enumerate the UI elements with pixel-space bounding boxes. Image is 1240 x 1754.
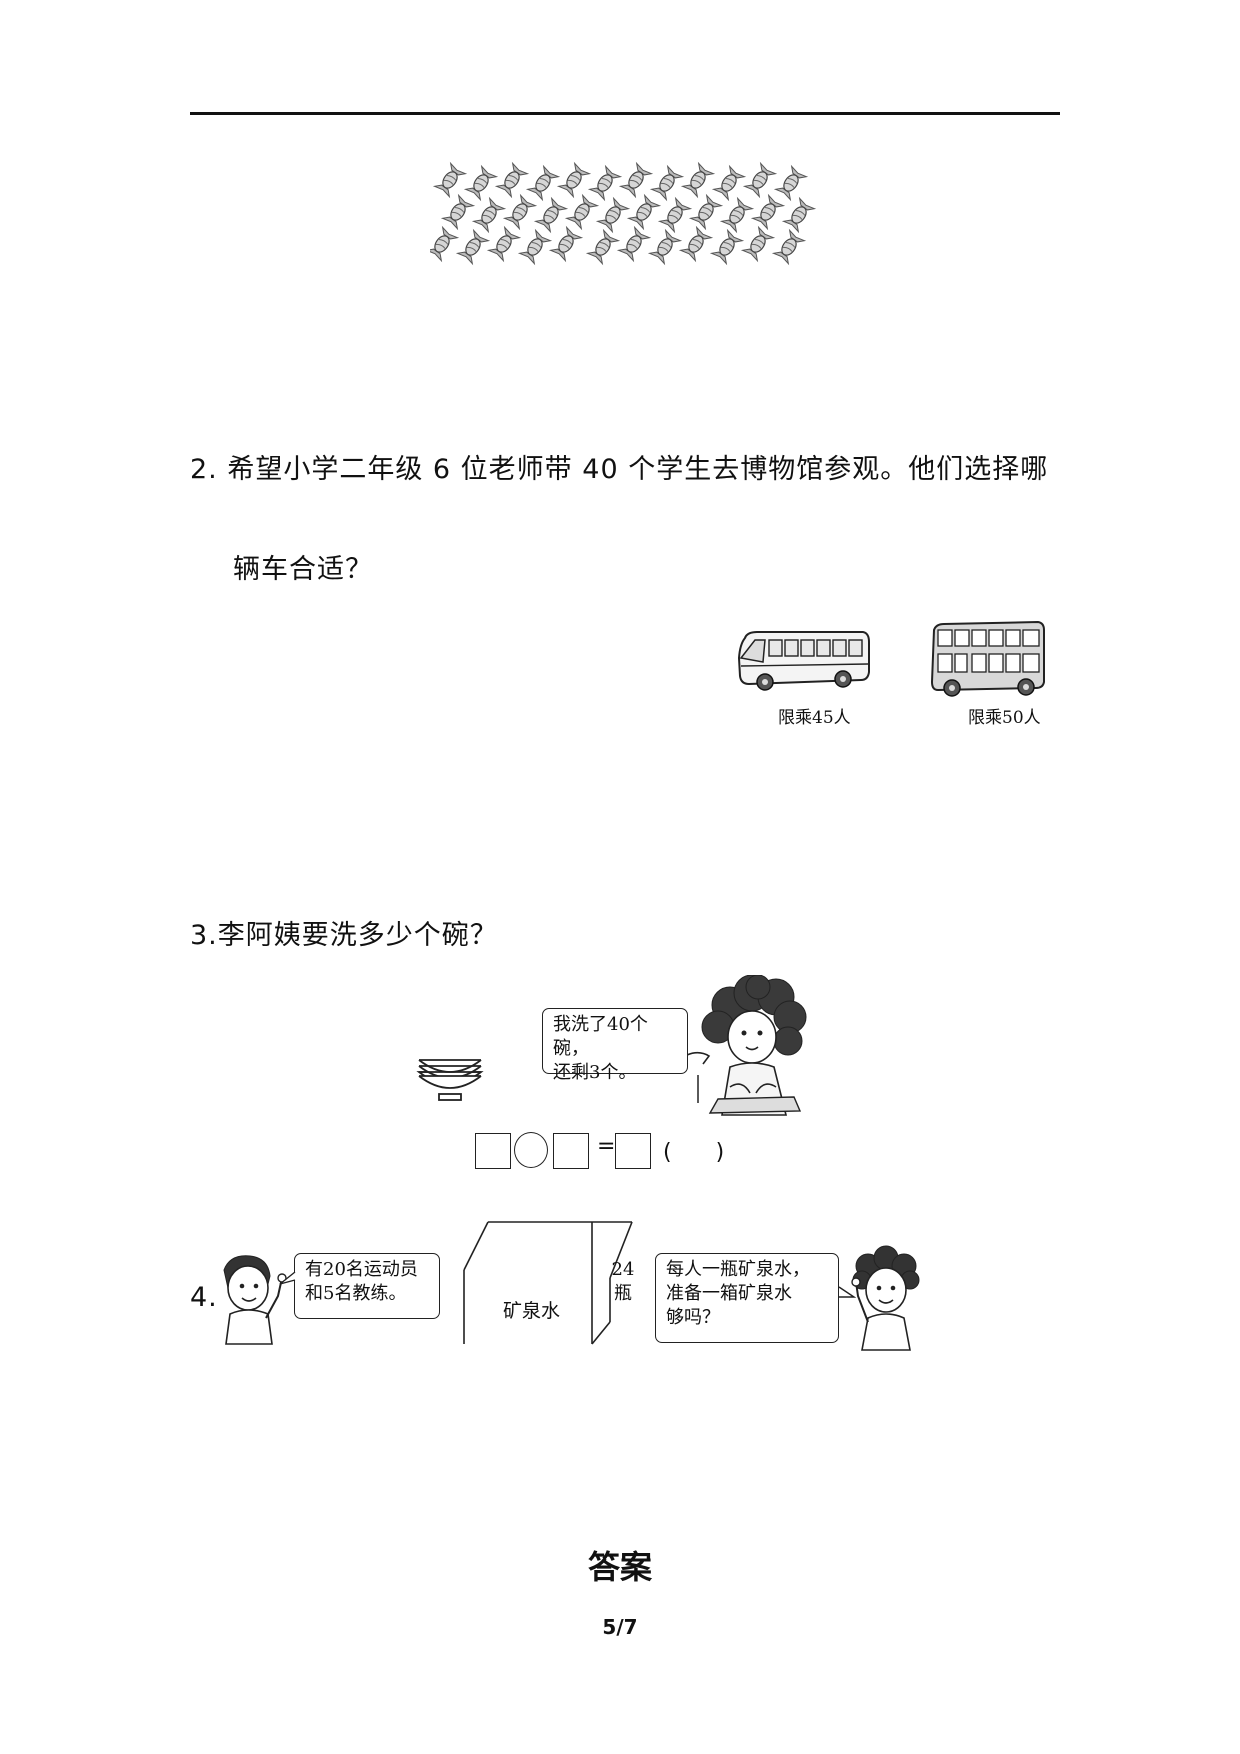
speech-tail [687, 1051, 711, 1065]
candy-icon [774, 165, 808, 201]
candy-icon [772, 229, 806, 265]
speech-line: 还剩3个。 [553, 1062, 637, 1083]
speech-tail [279, 1271, 296, 1285]
operator-circle[interactable] [514, 1132, 548, 1168]
candy-icon [430, 226, 459, 262]
candy-icon [658, 197, 692, 233]
li-aunt-speech-bubble: 我洗了40个碗， 还剩3个。 [542, 1008, 688, 1083]
candy-icon [487, 226, 521, 262]
page-number: 5/7 [602, 1615, 638, 1639]
candy-icon [712, 165, 746, 201]
candy-icon [782, 197, 816, 233]
speech-line: 每人一瓶矿泉水， [666, 1259, 810, 1280]
crate-label: 矿泉水 [503, 1300, 561, 1322]
candy-icon [743, 162, 777, 198]
candy-icon [741, 226, 775, 262]
bus2-capacity-caption: 限乘50人 [968, 708, 1041, 728]
candy-icon [495, 162, 529, 198]
speech-line: 有20名运动员 [305, 1259, 418, 1280]
candy-icon [503, 194, 537, 230]
double-deck-bus-image [930, 620, 1045, 697]
candy-icon [619, 162, 653, 198]
candy-icon [679, 226, 713, 262]
candy-icon [650, 165, 684, 201]
candy-icon [710, 229, 744, 265]
speech-tail [838, 1286, 856, 1298]
unit-parentheses: ( ) [663, 1140, 725, 1165]
candy-icon [433, 162, 467, 198]
crate-count: 24 [611, 1259, 635, 1280]
candy-icon [518, 229, 552, 265]
crate-side-label: 24 瓶 [611, 1258, 635, 1306]
boy-pointing-image [223, 1255, 287, 1345]
bus1-capacity-caption: 限乘45人 [778, 708, 851, 728]
candy-icon [648, 229, 682, 265]
girl-speech-bubble: 每人一瓶矿泉水， 准备一箱矿泉水 够吗？ [655, 1253, 839, 1343]
boy-speech-bubble: 有20名运动员 和5名教练。 [294, 1253, 440, 1319]
candy-icon [588, 165, 622, 201]
candy-icon [720, 197, 754, 233]
candy-icon [549, 226, 583, 262]
q4-number: 4. [190, 1282, 218, 1313]
operand1-answer-box[interactable] [475, 1133, 511, 1169]
speech-line: 准备一箱矿泉水 [666, 1283, 792, 1304]
q2-text-line2: 辆车合适？ [233, 554, 373, 585]
water-crate-image [463, 1221, 633, 1345]
candy-icon [441, 194, 475, 230]
crate-unit: 瓶 [614, 1283, 632, 1304]
candy-icon [689, 194, 723, 230]
candy-icon [586, 229, 620, 265]
equals-sign: = [597, 1134, 616, 1159]
q2-text-line1: 2. 希望小学二年级 6 位老师带 40 个学生去博物馆参观。他们选择哪 [190, 454, 1049, 485]
candy-icon [596, 197, 630, 233]
single-deck-bus-image [737, 631, 870, 691]
top-rule [190, 112, 1060, 115]
candy-icon [617, 226, 651, 262]
woman-washing-bowls-image [697, 975, 807, 1116]
candy-icon [464, 165, 498, 201]
candy-icon [557, 162, 591, 198]
girl-pointing-image [851, 1245, 920, 1351]
result-answer-box[interactable] [615, 1133, 651, 1169]
candy-icon [456, 229, 490, 265]
speech-line: 和5名教练。 [305, 1283, 407, 1304]
q3-title: 3.李阿姨要洗多少个碗？ [190, 920, 498, 951]
operand2-answer-box[interactable] [553, 1133, 589, 1169]
speech-line: 我洗了40个碗， [553, 1014, 648, 1059]
candy-icon [565, 194, 599, 230]
candy-icon [627, 194, 661, 230]
candy-icon [681, 162, 715, 198]
candy-icon [751, 194, 785, 230]
candy-icon [472, 197, 506, 233]
bowl-stack-image [416, 1059, 484, 1101]
speech-line: 够吗？ [666, 1307, 720, 1328]
candy-icon [534, 197, 568, 233]
candy-illustration [430, 162, 816, 265]
candy-icon [526, 165, 560, 201]
answer-heading: 答案 [587, 1548, 652, 1586]
